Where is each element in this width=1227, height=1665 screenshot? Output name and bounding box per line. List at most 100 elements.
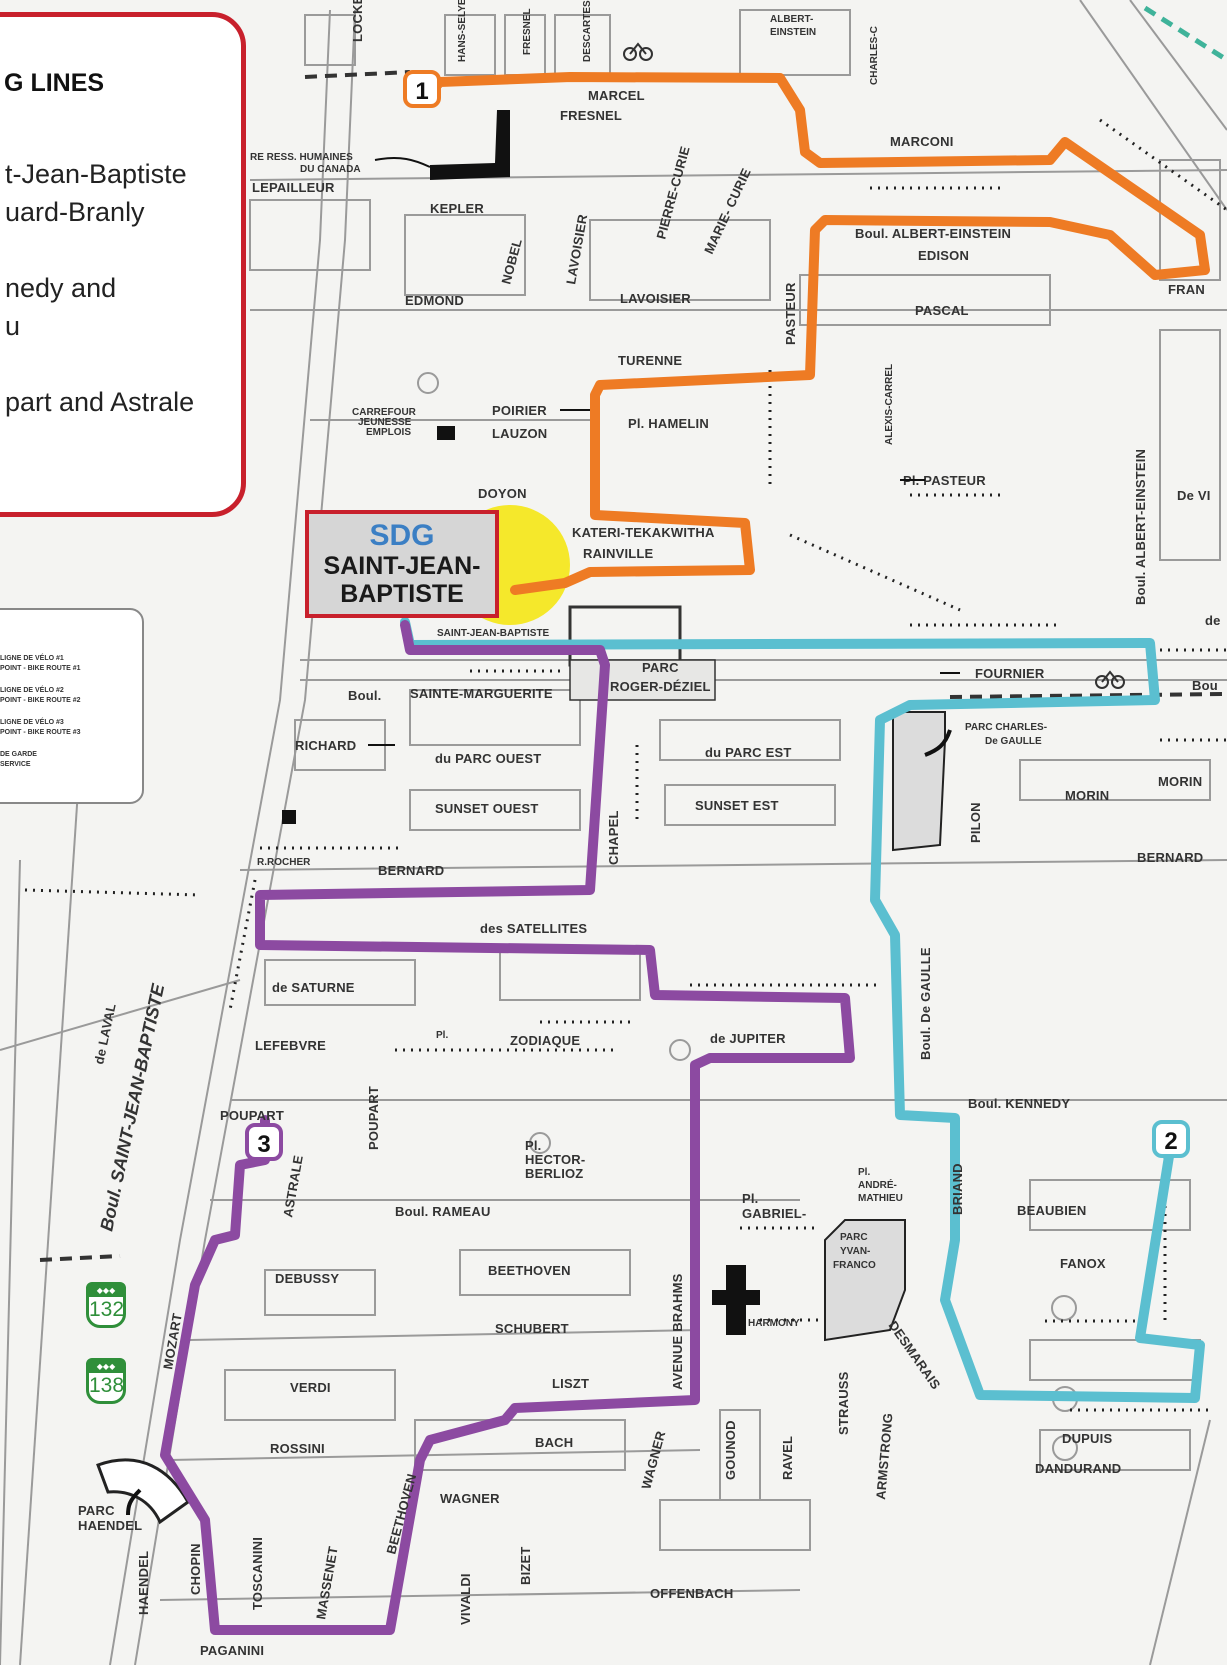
mini-legend-row: POINT - BIKE ROUTE #1 bbox=[0, 665, 81, 672]
street-label: De GAULLE bbox=[985, 736, 1042, 747]
street-label: PAGANINI bbox=[200, 1643, 264, 1658]
street-label: POIRIER bbox=[492, 403, 547, 418]
street-label: AVENUE BRAHMS bbox=[670, 1273, 685, 1390]
street-label: MARCONI bbox=[890, 134, 954, 149]
street-label: SUNSET EST bbox=[695, 798, 779, 813]
highway-number: 138 bbox=[89, 1374, 125, 1397]
route-3-badge: 3 bbox=[245, 1123, 283, 1161]
road bbox=[1129, 0, 1227, 131]
sdg-school-label: SDG SAINT-JEAN- BAPTISTE bbox=[305, 510, 499, 618]
mini-legend-row: LIGNE DE VÉLO #2 bbox=[0, 687, 64, 694]
parc-roger-deziel bbox=[569, 659, 716, 701]
street-label: HAENDEL bbox=[136, 1551, 151, 1615]
street-label: CHARLES-C bbox=[869, 26, 880, 85]
street-label: PILON bbox=[968, 802, 983, 843]
route-1-badge: 1 bbox=[403, 70, 441, 108]
legend-line-2: uard-Branly bbox=[5, 197, 145, 227]
street-label: PARC bbox=[78, 1503, 115, 1518]
street-label: PARC bbox=[840, 1232, 868, 1243]
street-label: ALEXIS-CARREL bbox=[884, 364, 895, 445]
street-label: ANDRÉ- bbox=[858, 1178, 897, 1191]
paths bbox=[24, 5, 1227, 1412]
street-label: Pl. bbox=[436, 1030, 448, 1041]
route-2-cyan bbox=[400, 617, 1205, 1403]
street-label: du PARC OUEST bbox=[435, 751, 541, 766]
road bbox=[159, 1589, 801, 1601]
rail-line bbox=[39, 1254, 121, 1262]
street-label: de bbox=[1205, 613, 1221, 628]
street-label: De VI bbox=[1177, 488, 1211, 503]
street-label: BEETHOVEN bbox=[488, 1263, 571, 1278]
street-label: DU CANADA bbox=[300, 164, 361, 175]
church-icon bbox=[712, 1265, 760, 1335]
street-label: FOURNIER bbox=[975, 666, 1045, 681]
parc-charles-de-gaulle bbox=[892, 711, 946, 852]
street-label: MORIN bbox=[1065, 788, 1109, 803]
street-label: ALBERT- bbox=[770, 14, 813, 25]
street-label: FRANCO bbox=[833, 1260, 876, 1271]
block bbox=[249, 199, 371, 271]
street-label: BERNARD bbox=[378, 863, 444, 878]
shield-top: ◆◆◆ bbox=[89, 1285, 123, 1297]
road bbox=[0, 859, 21, 1665]
block bbox=[739, 9, 851, 76]
street-label: LOCKE bbox=[350, 0, 365, 42]
street-label: TURENNE bbox=[618, 353, 682, 368]
street-label: BRIAND bbox=[950, 1163, 965, 1215]
street-label: du PARC EST bbox=[705, 745, 791, 760]
street-label: Pl. bbox=[742, 1191, 759, 1206]
highway-132-shield: ◆◆◆ 132 bbox=[86, 1282, 126, 1328]
block bbox=[444, 14, 496, 76]
block bbox=[1159, 329, 1221, 561]
footpath bbox=[24, 888, 201, 897]
road bbox=[109, 9, 331, 1665]
street-label: Boul. RAMEAU bbox=[395, 1204, 491, 1219]
block bbox=[659, 1499, 811, 1551]
block bbox=[409, 789, 581, 831]
street-label: DESCARTES bbox=[582, 0, 593, 62]
footpath bbox=[1099, 118, 1227, 212]
road bbox=[0, 979, 241, 1051]
footpath bbox=[789, 533, 961, 612]
block bbox=[554, 14, 611, 76]
street-label: MASSENET bbox=[313, 1545, 341, 1620]
street-label: Boul. KENNEDY bbox=[968, 1096, 1070, 1111]
street-label: POUPART bbox=[366, 1086, 381, 1150]
road bbox=[249, 169, 1227, 181]
street-label: de JUPITER bbox=[710, 1031, 786, 1046]
street-label: ROGER-DÉZIEL bbox=[610, 679, 711, 694]
cul-de-sac bbox=[417, 372, 439, 394]
street-label: VIVALDI bbox=[458, 1573, 473, 1625]
street-label: DUPUIS bbox=[1062, 1431, 1112, 1446]
block bbox=[659, 719, 841, 761]
street-label: ZODIAQUE bbox=[510, 1033, 580, 1048]
street-label: Pl. PASTEUR bbox=[903, 473, 986, 488]
block bbox=[409, 689, 581, 746]
street-label: LEPAILLEUR bbox=[252, 180, 335, 195]
street-label: DANDURAND bbox=[1035, 1461, 1121, 1476]
street-label: HANS-SELYE bbox=[457, 0, 468, 62]
pointer-arrows bbox=[126, 157, 960, 1516]
street-label: ROSSINI bbox=[270, 1441, 325, 1456]
street-label: BIZET bbox=[518, 1546, 533, 1585]
street-label: SAINTE-MARGUERITE bbox=[410, 686, 553, 701]
street-label: CARREFOUR bbox=[352, 407, 417, 418]
street-label: DOYON bbox=[478, 486, 527, 501]
street-label: DESMARAIS bbox=[886, 1318, 944, 1392]
route-1-orange bbox=[423, 72, 1210, 595]
road bbox=[1149, 1419, 1211, 1665]
block bbox=[799, 274, 1051, 326]
street-label: CHOPIN bbox=[188, 1543, 203, 1595]
street-label: GOUNOD bbox=[723, 1420, 738, 1480]
shield-top: ◆◆◆ bbox=[89, 1361, 123, 1373]
street-label: CHAPEL bbox=[606, 810, 621, 865]
street-label: OFFENBACH bbox=[650, 1586, 733, 1601]
street-label: BERNARD bbox=[1137, 850, 1203, 865]
rail-line bbox=[304, 70, 411, 79]
mini-legend-row: DE GARDE bbox=[0, 751, 37, 758]
street-label: RICHARD bbox=[295, 738, 356, 753]
street-label: PARC bbox=[642, 660, 679, 675]
street-label: FRAN bbox=[1168, 282, 1205, 297]
legend-line-4: u bbox=[5, 311, 21, 341]
legend-line-5: part and Astrale bbox=[5, 387, 195, 417]
